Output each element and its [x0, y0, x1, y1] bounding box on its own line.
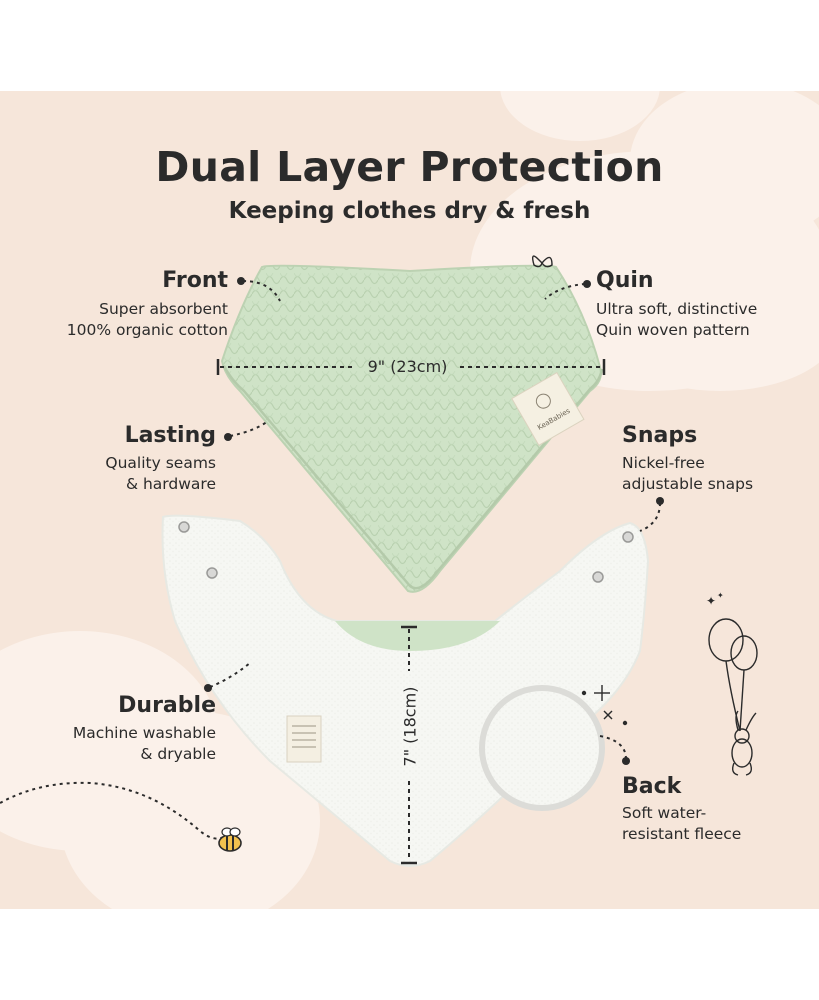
- back-heading: Back: [622, 774, 682, 799]
- page-subtitle: Keeping clothes dry & fresh: [228, 198, 591, 224]
- snaps-desc-line2: adjustable snaps: [622, 475, 754, 493]
- brand-tag: KeaBabies: [511, 371, 585, 447]
- star-icon: ✦: [706, 594, 716, 608]
- back-bib: [161, 514, 650, 867]
- snap-right: [592, 571, 604, 583]
- balloons-bunny-illustration: [708, 618, 758, 776]
- front-bib: KeaBabies: [220, 264, 604, 593]
- cloud-right-low: [600, 261, 819, 391]
- butterfly-icon: [531, 255, 553, 268]
- front-desc-line2: 100% organic cotton: [66, 321, 228, 339]
- snap-right-top: [622, 531, 634, 543]
- lasting-desc-line2: & hardware: [125, 475, 216, 493]
- durable-heading: Durable: [118, 693, 216, 718]
- snap-left: [206, 567, 218, 579]
- back-desc-line1: Soft water-: [622, 804, 707, 822]
- quin-desc-line1: Ultra soft, distinctive: [596, 300, 758, 318]
- illustration-layer: KeaBabies: [0, 255, 758, 867]
- callout-lines: [0, 280, 661, 840]
- sparkle-icon: [581, 685, 628, 726]
- lasting-heading: Lasting: [124, 423, 216, 448]
- durable-desc-line2: & dryable: [140, 745, 216, 763]
- snaps-desc-line1: Nickel-free: [622, 454, 705, 472]
- durable-desc-line1: Machine washable: [72, 724, 216, 742]
- front-heading: Front: [162, 268, 228, 293]
- page-title: Dual Layer Protection: [155, 143, 664, 191]
- star-icon-small: ✦: [717, 591, 724, 600]
- snaps-heading: Snaps: [622, 423, 698, 448]
- front-desc-line1: Super absorbent: [99, 300, 228, 318]
- fleece-closeup: [479, 685, 605, 811]
- infographic-panel: KeaBabies: [0, 91, 819, 909]
- height-label: 7" (18cm): [400, 686, 420, 767]
- snap-left-top: [178, 521, 190, 533]
- bee-icon: [218, 827, 242, 852]
- quin-desc-line2: Quin woven pattern: [596, 321, 750, 339]
- lasting-desc-line1: Quality seams: [105, 454, 216, 472]
- care-label: [286, 715, 322, 763]
- back-desc-line2: resistant fleece: [622, 825, 742, 843]
- quin-heading: Quin: [596, 268, 654, 293]
- width-label: 9" (23cm): [367, 357, 448, 376]
